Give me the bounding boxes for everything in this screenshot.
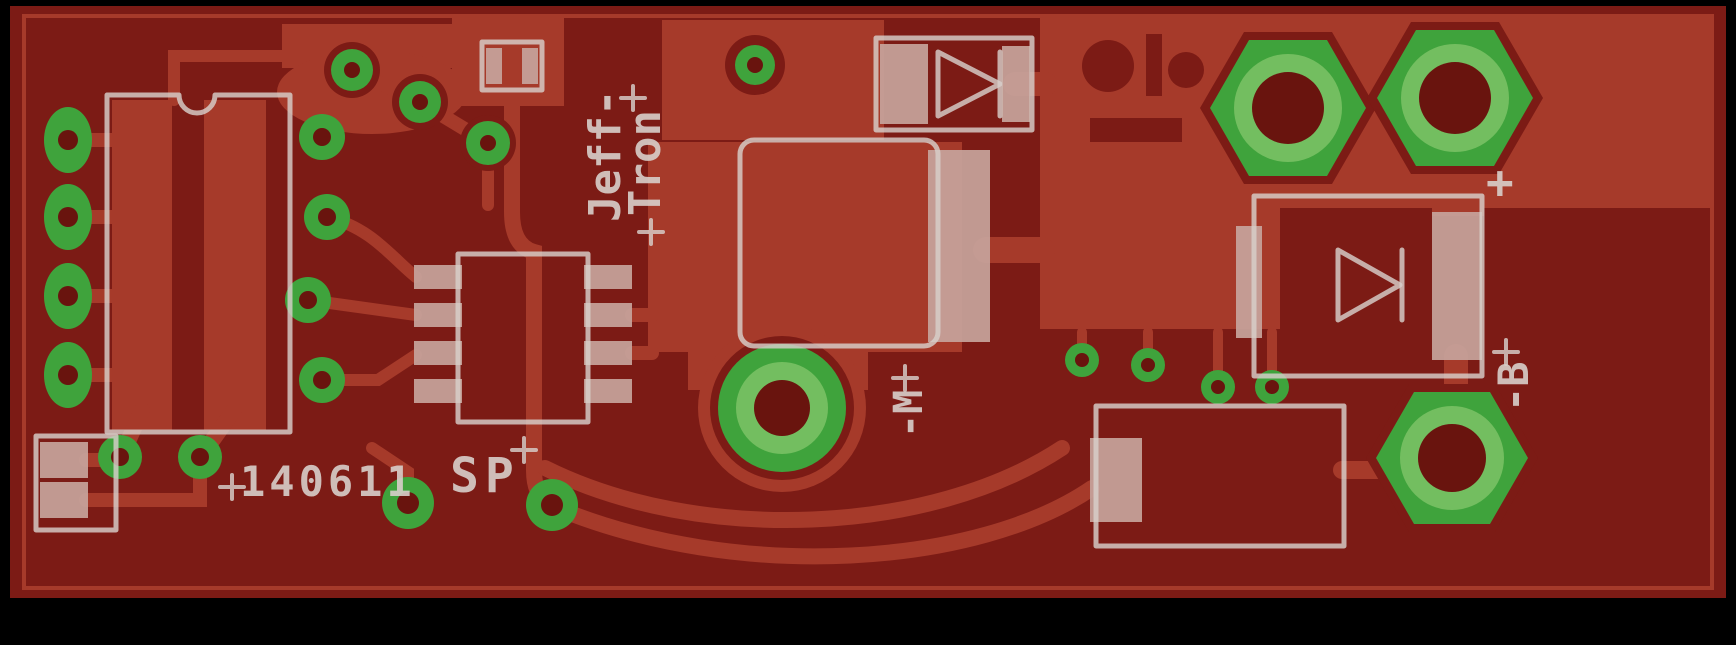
right-pour-bridge (1046, 136, 1122, 216)
soic8-right-pads (584, 265, 632, 403)
bottom-comp-pad-left (1090, 438, 1142, 522)
bottom-trace-2 (544, 480, 1100, 565)
edge-pad-2 (40, 482, 88, 518)
soic8-left-pads (414, 265, 462, 403)
board-outline (22, 14, 1714, 590)
silk-text-batt-neg: -B (1489, 361, 1538, 412)
resistor-pad-1 (486, 48, 502, 84)
dip8-copper-bar-left (112, 100, 172, 430)
diode2-pad-right (1432, 212, 1482, 360)
mount-hole-pad (718, 344, 846, 472)
dpak-outline (737, 137, 941, 349)
edge-pad-1 (40, 442, 88, 478)
silk-text-date-code: 140611 (240, 457, 416, 506)
diode2-pad-left (1236, 226, 1262, 338)
top-left-round-pads (331, 49, 510, 165)
diode1-pad-left (880, 44, 928, 124)
diode1-pad-right (1002, 46, 1030, 122)
silkscreen-layer: Jeff- Tron 140611 SP -M + -B (33, 35, 1538, 549)
edge-connector-outline (33, 433, 119, 533)
left-oval-pads (44, 107, 92, 408)
dip8-right-pads (285, 114, 350, 403)
resistor-pad-2 (522, 48, 538, 84)
silk-cross-marks (218, 84, 1520, 501)
silk-text-sp: SP (450, 448, 520, 504)
silk-text-plus: + (1486, 155, 1514, 209)
hex-pad-2 (1377, 30, 1533, 166)
hex-to-diode-trace (1432, 166, 1484, 216)
soic8-outline (455, 251, 591, 425)
hex-pad-3 (1376, 392, 1528, 524)
diode2-outline (1251, 193, 1485, 379)
soic-right-stubs (625, 308, 659, 360)
smd-pads-layer (40, 44, 1482, 522)
left-pad-traces (61, 133, 139, 382)
resistor-pour (452, 18, 564, 106)
silk-text-designer-line1: Jeff- (580, 90, 631, 222)
silk-text-designer-line2: Tron (620, 110, 671, 216)
resistor-outline (479, 39, 545, 93)
dip8-copper-bar-right (204, 100, 266, 430)
dip8-outline (104, 92, 293, 435)
bottom-comp-outline (1093, 403, 1347, 549)
top-center-via (735, 45, 775, 85)
silk-text-motor-neg: -M (886, 390, 932, 438)
bottom-trace-1 (537, 440, 1070, 529)
hex-pad-1 (1210, 40, 1366, 176)
diode1-outline (873, 35, 1035, 133)
dpak-pour (648, 142, 962, 352)
